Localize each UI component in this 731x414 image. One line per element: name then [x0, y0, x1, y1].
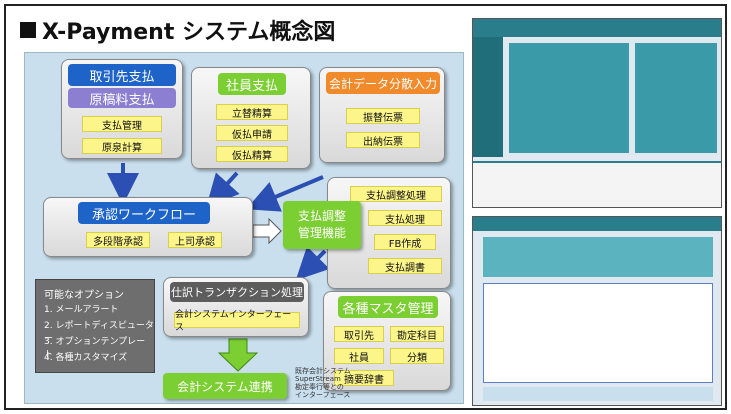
side-note-line: 勘定奉行等との — [295, 383, 344, 392]
master-header: 各種マスタ管理 — [338, 296, 438, 318]
manuscript-payment-header: 原稿料支払 — [68, 88, 176, 108]
accounting-input-box: 会計データ分散入力 振替伝票 出納伝票 — [319, 67, 445, 163]
thumbnail-table — [473, 161, 721, 207]
thumbnail-form-area — [635, 43, 717, 153]
arrow-layer — [107, 163, 330, 372]
options-box: 可能なオプション 1. メールアラート 2. レポートディスピューター 3. オ… — [35, 279, 155, 373]
arrow-adjust-to-journal — [295, 246, 330, 281]
payment-adjust-item: 支払処理 — [368, 210, 442, 226]
payment-adjust-item: 支払調整処理 — [350, 186, 442, 202]
arrow-employee-to-workflow — [206, 171, 240, 207]
employee-item: 立替精算 — [216, 104, 288, 120]
arrow-accounting-to-workflow — [246, 175, 324, 212]
approval-workflow-box: 承認ワークフロー 多段階承認 上司承認 — [43, 197, 253, 257]
master-item: 摘要辞書 — [334, 370, 394, 386]
side-note-line: SuperStream — [295, 375, 341, 384]
vendor-item: 支払管理 — [82, 116, 162, 132]
payment-adjust-header: 支払調整 管理機能 — [283, 201, 361, 249]
master-box: 各種マスタ管理 取引先 勘定科目 社員 分類 摘要辞書 — [323, 291, 451, 391]
employee-item: 仮払精算 — [216, 146, 288, 162]
payment-adjust-item: 支払調書 — [368, 258, 442, 274]
accounting-input-header: 会計データ分散入力 — [326, 72, 440, 94]
thumbnail-table — [483, 283, 713, 383]
arrow-workflow-to-adjust — [252, 217, 282, 245]
screenshot-thumbnail-top — [472, 18, 722, 208]
approval-item: 多段階承認 — [86, 232, 150, 248]
payment-adjust-item: FB作成 — [374, 234, 436, 250]
thumbnail-titlebar — [473, 217, 721, 231]
option-item: 3. オプションテンプレート — [44, 337, 146, 360]
master-item: 社員 — [334, 348, 384, 364]
master-item: 分類 — [390, 348, 444, 364]
employee-payment-header: 社員支払 — [218, 73, 286, 95]
accounting-input-item: 振替伝票 — [346, 108, 420, 124]
approval-workflow-header: 承認ワークフロー — [78, 202, 210, 224]
options-header: 可能なオプション — [44, 290, 124, 301]
thumbnail-form-area — [509, 43, 629, 153]
side-note: 既存会計システム SuperStream 勘定奉行等との インターフェース — [295, 367, 351, 399]
vendor-item: 原泉計算 — [82, 138, 162, 154]
screenshot-thumbnail-bottom — [472, 216, 722, 406]
master-item: 取引先 — [334, 326, 384, 342]
thumbnail-sidebar — [473, 37, 503, 157]
option-item: 1. メールアラート — [44, 305, 119, 315]
vendor-payment-box: 取引先支払 原稿料支払 支払管理 原泉計算 — [61, 59, 183, 159]
journal-box: 仕訳トランザクション処理 会計システムインターフェース — [163, 277, 309, 337]
journal-header: 仕訳トランザクション処理 — [170, 282, 304, 302]
approval-item: 上司承認 — [168, 232, 222, 248]
title-square-bullet — [20, 22, 36, 38]
side-note-line: インターフェース — [295, 391, 351, 400]
master-item: 勘定科目 — [390, 326, 444, 342]
option-item: 4. 各種カスタマイズ — [44, 353, 128, 363]
employee-item: 仮払申請 — [216, 125, 288, 141]
thumbnail-footer — [483, 387, 713, 401]
option-item: 2. レポートディスピューター — [44, 321, 154, 344]
accounting-link-header: 会計システム連携 — [163, 373, 287, 399]
thumbnail-form-area — [483, 237, 713, 277]
journal-item: 会計システムインターフェース — [174, 310, 300, 333]
employee-payment-box: 社員支払 立替精算 仮払申請 仮払精算 — [191, 67, 311, 169]
side-note-line: 既存会計システム — [295, 367, 351, 375]
slide-frame: X-Payment システム概念図 取引先支払 原稿料支払 支払管理 原泉計算 — [4, 4, 727, 410]
arrow-journal-to-accounting — [217, 338, 259, 372]
accounting-input-item: 出納伝票 — [346, 132, 420, 148]
concept-diagram: 取引先支払 原稿料支払 支払管理 原泉計算 社員支払 立替精算 仮払申請 仮払精… — [24, 52, 464, 404]
slide-title-text: X-Payment システム概念図 — [42, 20, 336, 45]
slide-title: X-Payment システム概念図 — [20, 14, 335, 46]
thumbnail-titlebar — [473, 19, 721, 37]
vendor-payment-header: 取引先支払 — [68, 64, 176, 86]
